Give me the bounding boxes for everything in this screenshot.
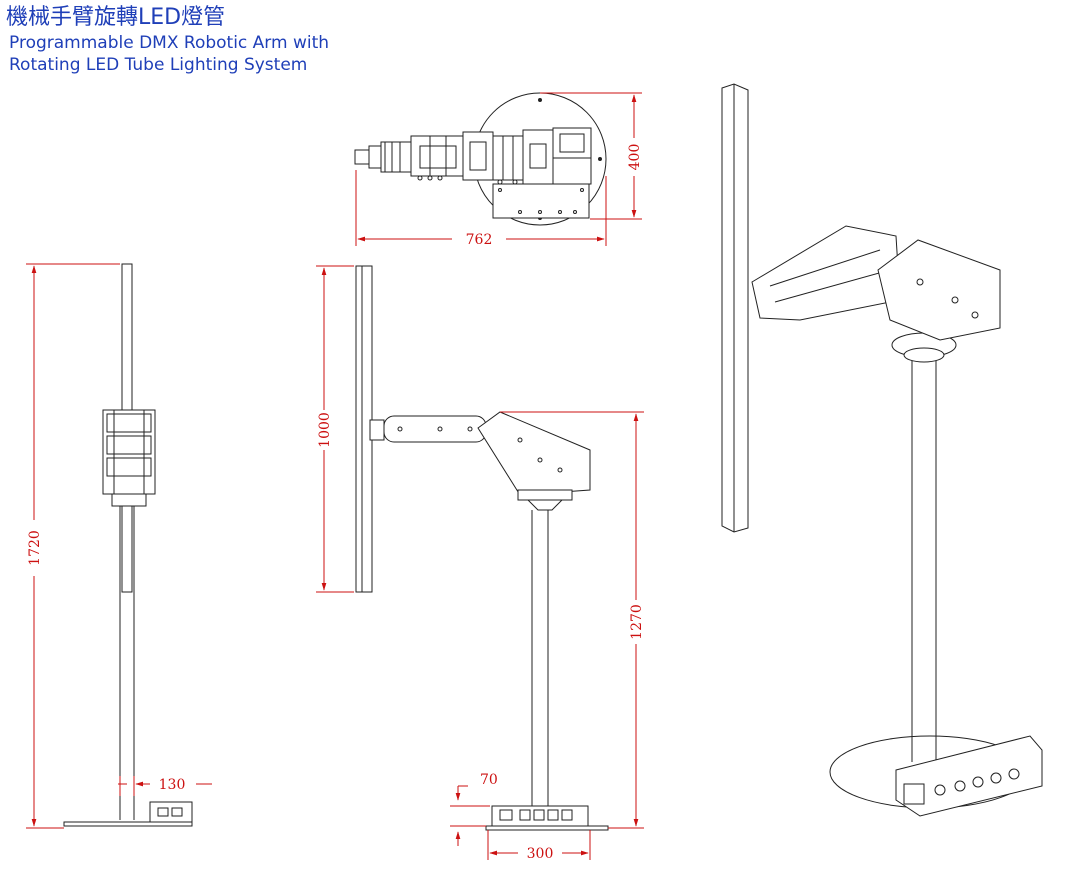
perspective-control-box [895, 735, 1043, 817]
dim-arm-height: 1270 [629, 604, 645, 640]
side-view-forearm [477, 411, 591, 496]
drawing-title: 機械手臂旋轉LED燈管 [6, 5, 226, 30]
title-block: 機械手臂旋轉LED燈管 Programmable DMX Robotic Arm… [6, 4, 329, 76]
dim-tube-length: 1000 [317, 412, 333, 448]
side-view-rotary-base [517, 489, 573, 501]
perspective-view [721, 83, 1043, 817]
perspective-led-tube [721, 83, 749, 533]
dim-top-width: 762 [466, 232, 493, 248]
drawing-subtitle-line-2: Rotating LED Tube Lighting System [9, 55, 308, 75]
top-view [354, 92, 607, 226]
side-view-base-plate [485, 825, 609, 831]
drawing-subtitle-line-1: Programmable DMX Robotic Arm with [9, 33, 330, 53]
dim-base-width: 300 [527, 846, 554, 862]
dimension-labels: 762 400 1720 1000 1270 130 70 300 [27, 144, 645, 862]
front-view [63, 263, 193, 827]
dim-total-height: 1720 [27, 530, 43, 566]
side-view [355, 265, 609, 831]
front-view-base-plate [63, 821, 193, 827]
front-view-control-box [149, 801, 193, 823]
dim-top-height: 400 [627, 144, 643, 171]
dim-pole-width: 130 [159, 777, 186, 793]
dimension-lines [26, 92, 644, 860]
perspective-forearm [877, 239, 1001, 341]
dim-base-height: 70 [480, 772, 498, 788]
